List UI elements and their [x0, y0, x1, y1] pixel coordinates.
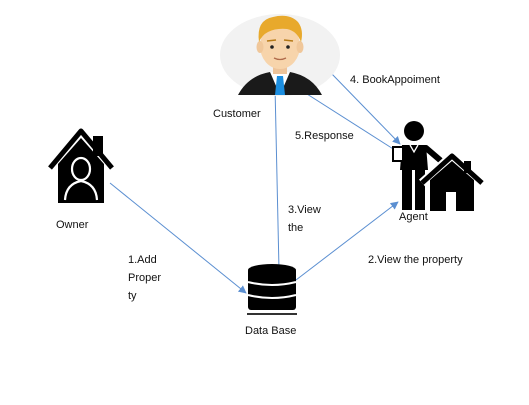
agent-label: Agent — [399, 211, 428, 223]
edge-label-add-property: 1.Add Proper ty — [128, 254, 162, 302]
agent-house-icon — [392, 121, 486, 211]
edge-label-book-appointment: 4. BookAppoiment — [350, 74, 440, 86]
database-label: Data Base — [245, 325, 297, 337]
customer-avatar-icon — [220, 14, 340, 96]
arrow-customer-to-agent — [329, 71, 401, 145]
database-icon — [247, 264, 297, 315]
edge-label-view-property-agent: 2.View the property — [368, 254, 463, 266]
owner-label: Owner — [56, 219, 89, 231]
edge-label-view-the-customer: 3.View the — [288, 204, 321, 234]
arrow-agent-to-customer — [295, 86, 399, 153]
edge-label-response: 5.Response — [295, 130, 354, 142]
house-owner-icon — [48, 128, 114, 203]
arrow-database-to-customer — [271, 85, 280, 271]
arrow-owner-to-database — [109, 182, 247, 294]
customer-label: Customer — [213, 108, 261, 120]
arrow-database-to-agent — [295, 201, 399, 281]
